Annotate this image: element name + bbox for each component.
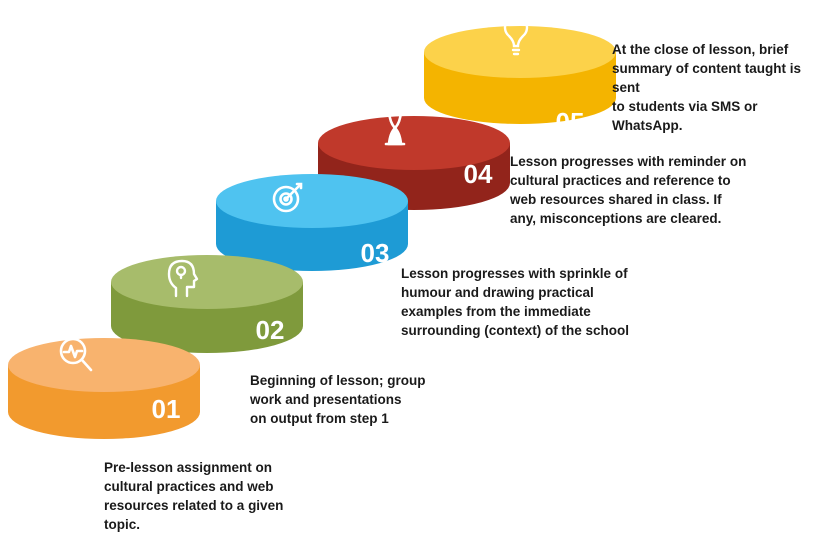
magnifier-pulse-icon	[59, 337, 93, 372]
step-02-description: Beginning of lesson; group work and pres…	[250, 373, 426, 426]
step-04: 04	[318, 110, 510, 210]
step-01-top	[8, 338, 200, 392]
step-03: 03	[216, 174, 408, 271]
step-03-number: 03	[361, 238, 390, 268]
step-05-description: At the close of lesson, brief summary of…	[612, 42, 802, 133]
step-01-number: 01	[152, 394, 181, 424]
step-02: 02	[111, 255, 303, 353]
step-05-top	[424, 26, 616, 78]
target-icon	[272, 182, 303, 213]
step-04-description: Lesson progresses with reminder on cultu…	[510, 154, 747, 226]
lightbulb-icon	[503, 15, 529, 56]
step-02-number: 02	[256, 315, 285, 345]
head-lightbulb-icon	[167, 259, 199, 298]
step-01: 01	[8, 337, 200, 439]
step-05-number: 05	[556, 107, 585, 137]
step-02-top	[111, 255, 303, 309]
step-03-description: Lesson progresses with sprinkle of humou…	[401, 266, 629, 338]
step-04-top	[318, 116, 510, 170]
step-05: 05	[424, 15, 616, 137]
step-03-top	[216, 174, 408, 228]
hourglass-icon	[384, 110, 406, 146]
step-04-number: 04	[464, 159, 493, 189]
step-01-description: Pre-lesson assignment on cultural practi…	[104, 460, 284, 532]
